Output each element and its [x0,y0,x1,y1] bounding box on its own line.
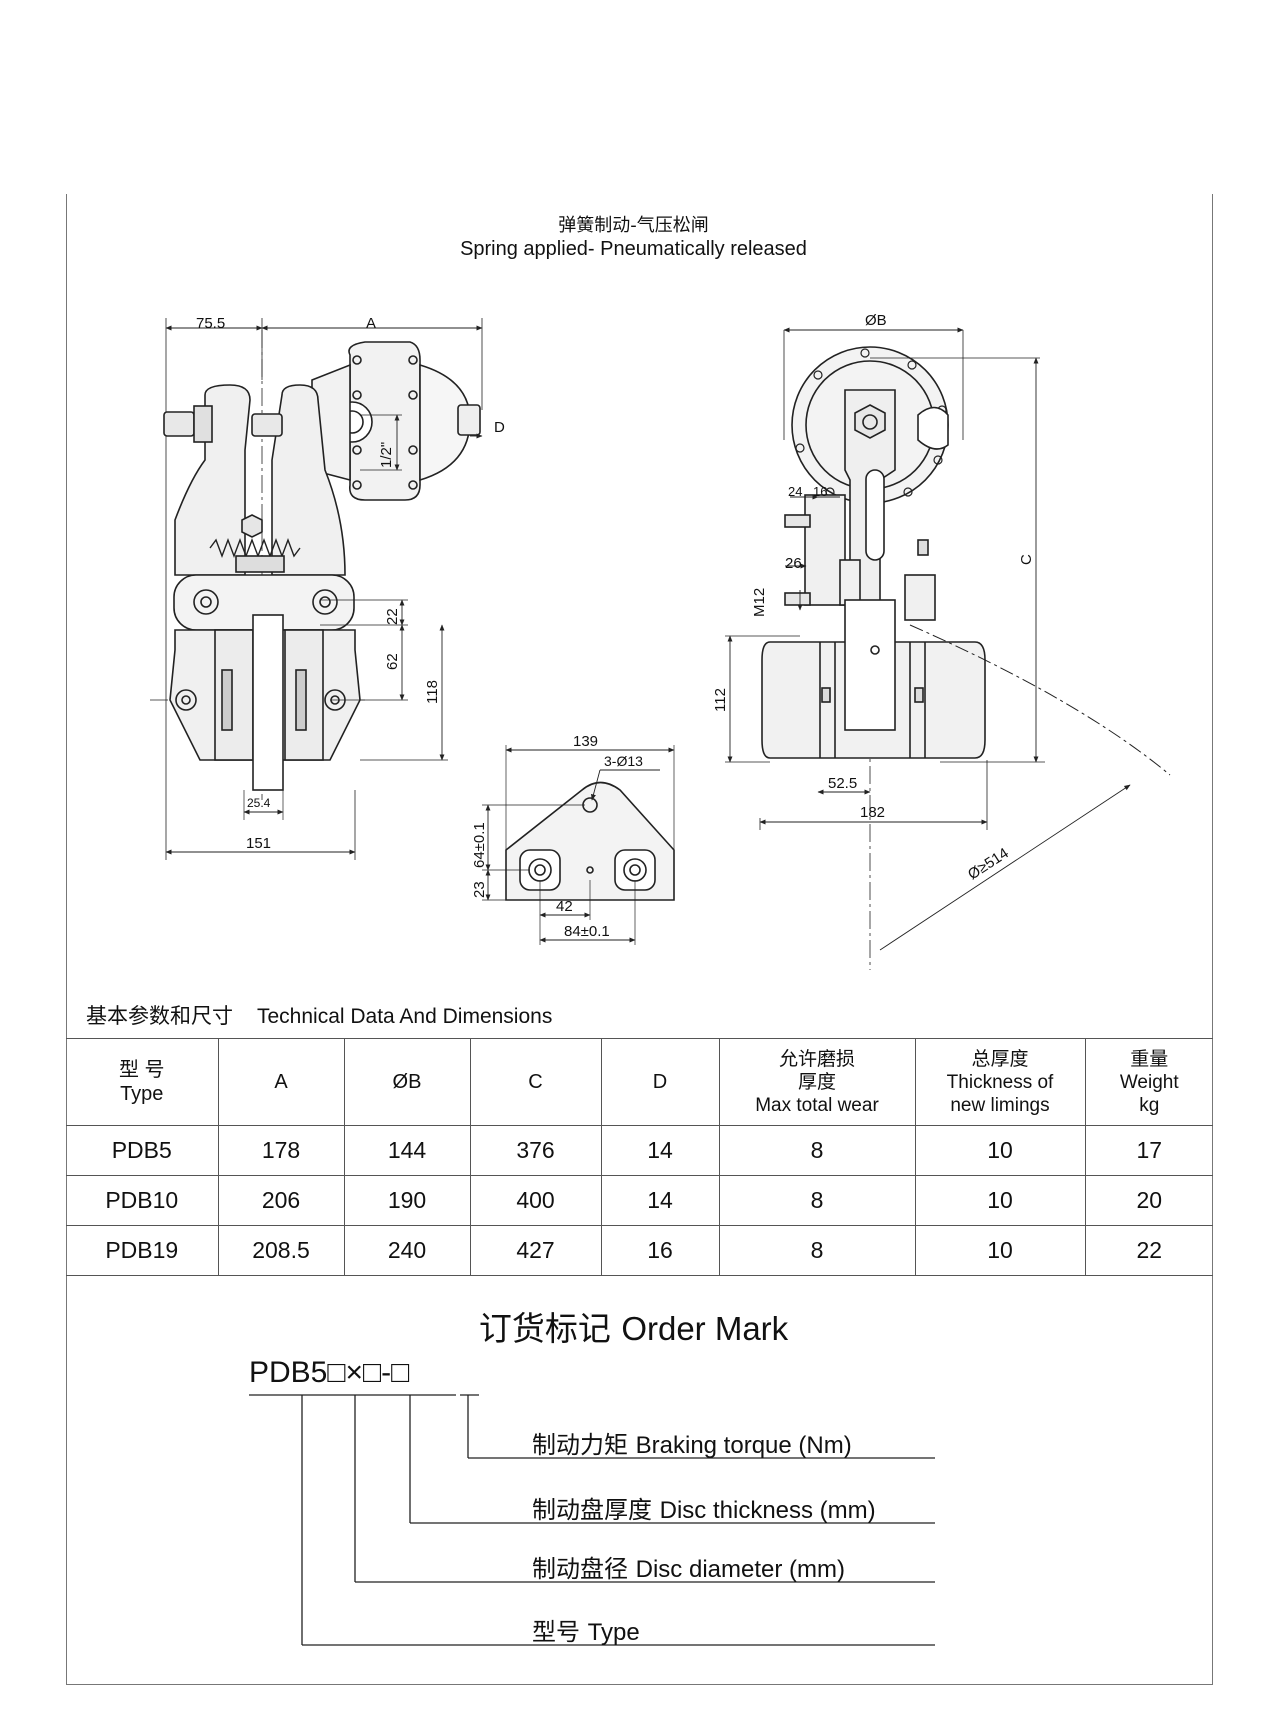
dim-62: 62 [384,653,401,670]
dim-ob: ØB [865,312,887,329]
dim-42: 42 [556,898,573,915]
order-mark-title-en: Order Mark [621,1310,789,1347]
header-title-cn: 弹簧制动-气压松闸 [558,215,709,236]
table-cell: PDB19 [66,1225,219,1276]
order-label-type: 型号 Type [532,1618,640,1646]
dim-139: 139 [573,733,598,750]
dim-22: 22 [384,608,401,625]
dim-16: 16 [813,484,827,499]
table-cell: 8 [718,1175,916,1226]
dim-64: 64±0.1 [471,822,488,868]
table-row: PDB5 178 144 376 14 8 10 17 [66,1125,1213,1176]
section-title-en: Technical Data And Dimensions [257,1005,553,1028]
table-row: PDB19 208.5 240 427 16 8 10 22 [66,1225,1213,1276]
dim-d: D [494,419,505,436]
order-code-box: □ [363,1356,382,1389]
table-cell: 14 [600,1125,720,1176]
dim-84: 84±0.1 [564,923,610,940]
dim-151: 151 [246,835,271,852]
table-cell: 20 [1084,1175,1213,1226]
left-view-drawing [150,318,483,860]
section-title-cn: 基本参数和尺寸 [86,1004,233,1028]
dim-24: 24 [788,484,802,499]
order-code-times: × [345,1356,364,1389]
header-title-en: Spring applied- Pneumatically released [460,238,807,260]
table-cell: 10 [914,1125,1086,1176]
table-cell: 190 [343,1175,471,1226]
order-label-braking-torque: 制动力矩 Braking torque (Nm) [532,1431,852,1459]
table-cell: 144 [343,1125,471,1176]
table-cell: 178 [217,1125,345,1176]
dim-c: C [1018,554,1035,565]
dim-3-holes: 3-Ø13 [604,753,643,769]
table-cell: 8 [718,1125,916,1176]
order-code-box: □ [391,1356,410,1389]
right-view-dimensions [725,327,1131,951]
header-ob: ØB [343,1038,471,1126]
dim-disc-diameter: Ø≥514 [965,845,1012,884]
order-mark-title: 订货标记 Order Mark [0,1302,1267,1350]
order-code-dash: - [381,1356,392,1389]
table-cell: 208.5 [217,1225,345,1276]
table-cell: PDB5 [66,1125,219,1176]
order-label-disc-diameter: 制动盘径 Disc diameter (mm) [532,1555,845,1583]
table-cell: 14 [600,1175,720,1226]
dim-75-5: 75.5 [196,315,225,332]
dim-thread-1-2: 1/2" [378,442,395,468]
dim-112: 112 [712,688,729,712]
dim-52-5: 52.5 [828,775,857,792]
order-code: PDB5□×□-□ [249,1356,409,1390]
table-cell: 10 [914,1225,1086,1276]
table-cell: 10 [914,1175,1086,1226]
dim-182: 182 [860,804,885,821]
header-c: C [469,1038,602,1126]
table-cell: PDB10 [66,1175,219,1226]
dim-25-4: 25.4 [247,796,271,810]
order-code-box: □ [327,1356,346,1389]
table-cell: 206 [217,1175,345,1226]
table-cell: 8 [718,1225,916,1276]
order-code-prefix: PDB5 [249,1356,328,1389]
table-cell: 240 [343,1225,471,1276]
table-row: PDB10 206 190 400 14 8 10 20 [66,1175,1213,1226]
page-frame [66,194,1213,1685]
table-cell: 376 [469,1125,602,1176]
table-cell: 17 [1084,1125,1213,1176]
order-mark-title-cn: 订货标记 [478,1309,611,1348]
order-label-disc-thickness: 制动盘厚度 Disc thickness (mm) [532,1496,876,1524]
dim-a: A [366,315,376,332]
table-cell: 16 [600,1225,720,1276]
table-cell: 427 [469,1225,602,1276]
left-view-dimensions [165,325,483,855]
technical-drawing: 75.5 A D 1/2" 22 62 118 25.4 151 [150,312,1171,970]
table-cell: 400 [469,1175,602,1226]
dim-118: 118 [424,680,441,704]
section-title: 基本参数和尺寸 Technical Data And Dimensions [86,1000,552,1030]
dim-26: 26 [785,555,802,572]
bracket-view-drawing [505,781,675,901]
right-view-drawing [759,330,1171,970]
table-cell: 22 [1084,1225,1213,1276]
header-d: D [600,1038,720,1126]
header-a: A [217,1038,345,1126]
dim-23: 23 [471,881,488,898]
bracket-view-dimensions [482,745,675,945]
dim-m12: M12 [751,588,768,617]
